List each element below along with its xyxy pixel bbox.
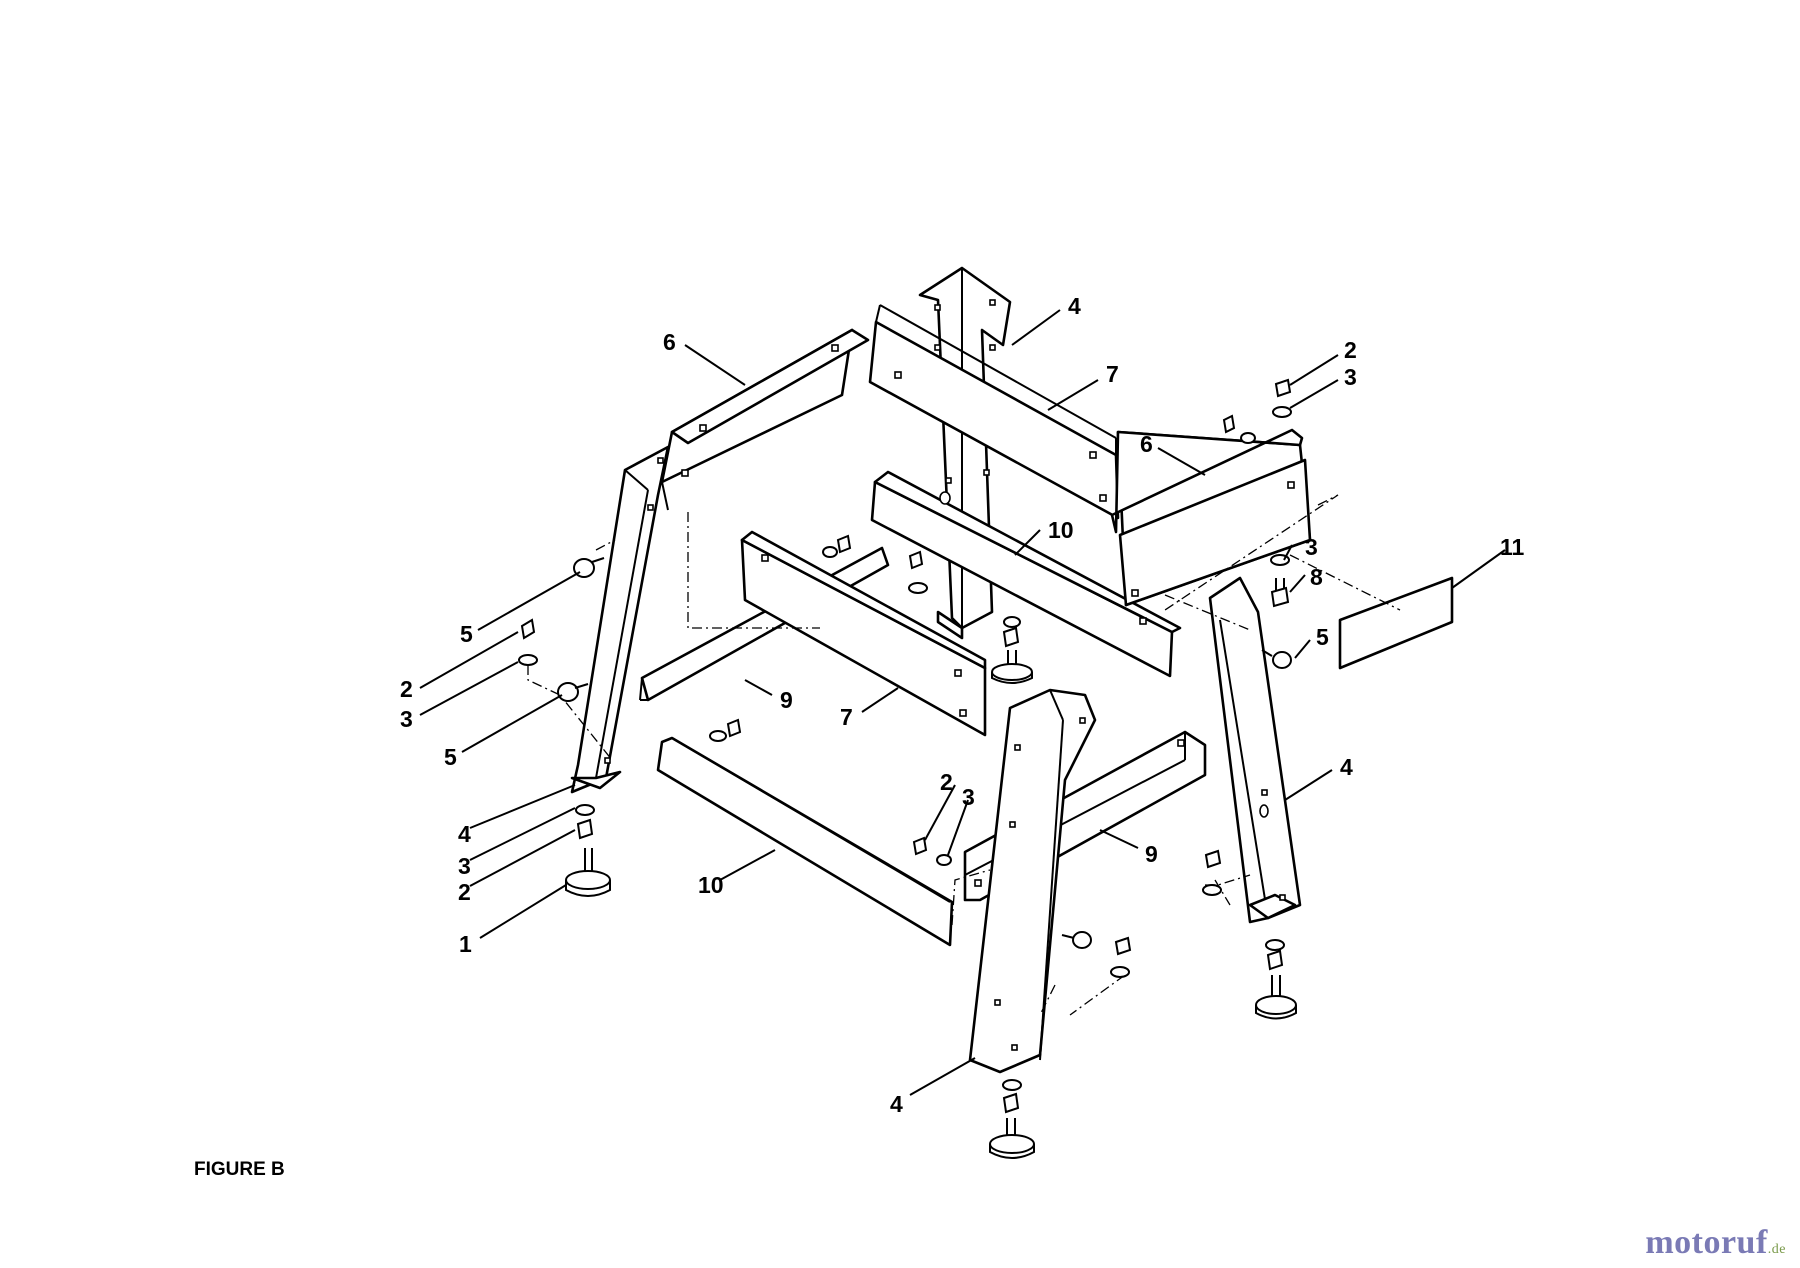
callout-stretcher-9-left: 9: [780, 687, 793, 713]
callout-bolt-8: 8: [1310, 564, 1323, 590]
leg-right: [1208, 576, 1302, 924]
leader-lines: [419, 309, 1506, 1096]
watermark-logo: motoruf.de: [1645, 1224, 1786, 1262]
callout-washer-top-right: 3: [1344, 364, 1357, 390]
apron-6-right: [1110, 428, 1312, 607]
callout-leg-right: 4: [1340, 754, 1353, 780]
callout-foot-1: 1: [459, 931, 472, 957]
leg-front-center: [968, 688, 1097, 1074]
apron-6-left: [660, 328, 870, 511]
holes: [604, 299, 1295, 1051]
callout-washer-front: 3: [962, 784, 975, 810]
callout-apron-7-rear: 7: [1106, 361, 1119, 387]
callout-nut-left: 2: [400, 676, 413, 702]
callout-apron-6-left: 6: [663, 329, 676, 355]
callout-apron-7-front: 7: [840, 704, 853, 730]
callout-nut-front: 2: [940, 769, 953, 795]
callout-nut-foot-left: 2: [458, 879, 471, 905]
watermark-suffix: .de: [1767, 1242, 1786, 1257]
apron-7-rear: [868, 304, 1120, 520]
assembly-lines: [527, 494, 1401, 1016]
callout-washer-foot-left: 3: [458, 853, 471, 879]
watermark-brand: motoruf: [1645, 1224, 1768, 1261]
callout-stretcher-9-right: 9: [1145, 841, 1158, 867]
panel-11: [1338, 576, 1454, 670]
callout-leg-front: 4: [890, 1091, 903, 1117]
leg-left: [570, 445, 670, 794]
callout-apron-6-right: 6: [1140, 431, 1153, 457]
callout-labels: 4 6 7 2 3 6 10 3 8 11 5 5 2 3 9 7 5 4 2 …: [400, 293, 1525, 1117]
callout-bolt-5-right: 5: [1316, 624, 1329, 650]
callout-bolt-5-upper-left: 5: [460, 621, 473, 647]
callout-leg-left: 4: [458, 821, 471, 847]
callout-stretcher-10-rear: 10: [1048, 517, 1074, 543]
callout-washer-right: 3: [1305, 534, 1318, 560]
stretcher-10-front: [656, 736, 954, 947]
figure-caption: FIGURE B: [194, 1159, 285, 1180]
callout-bolt-5-lower-left: 5: [444, 744, 457, 770]
callout-washer-left: 3: [400, 706, 413, 732]
callout-stretcher-10-front: 10: [698, 872, 724, 898]
callout-panel-11: 11: [1500, 534, 1525, 560]
callout-leg-rear: 4: [1068, 293, 1081, 319]
apron-7-front: [740, 530, 987, 737]
callout-nut-top-right: 2: [1344, 337, 1357, 363]
stretcher-10-rear: [870, 470, 1182, 678]
